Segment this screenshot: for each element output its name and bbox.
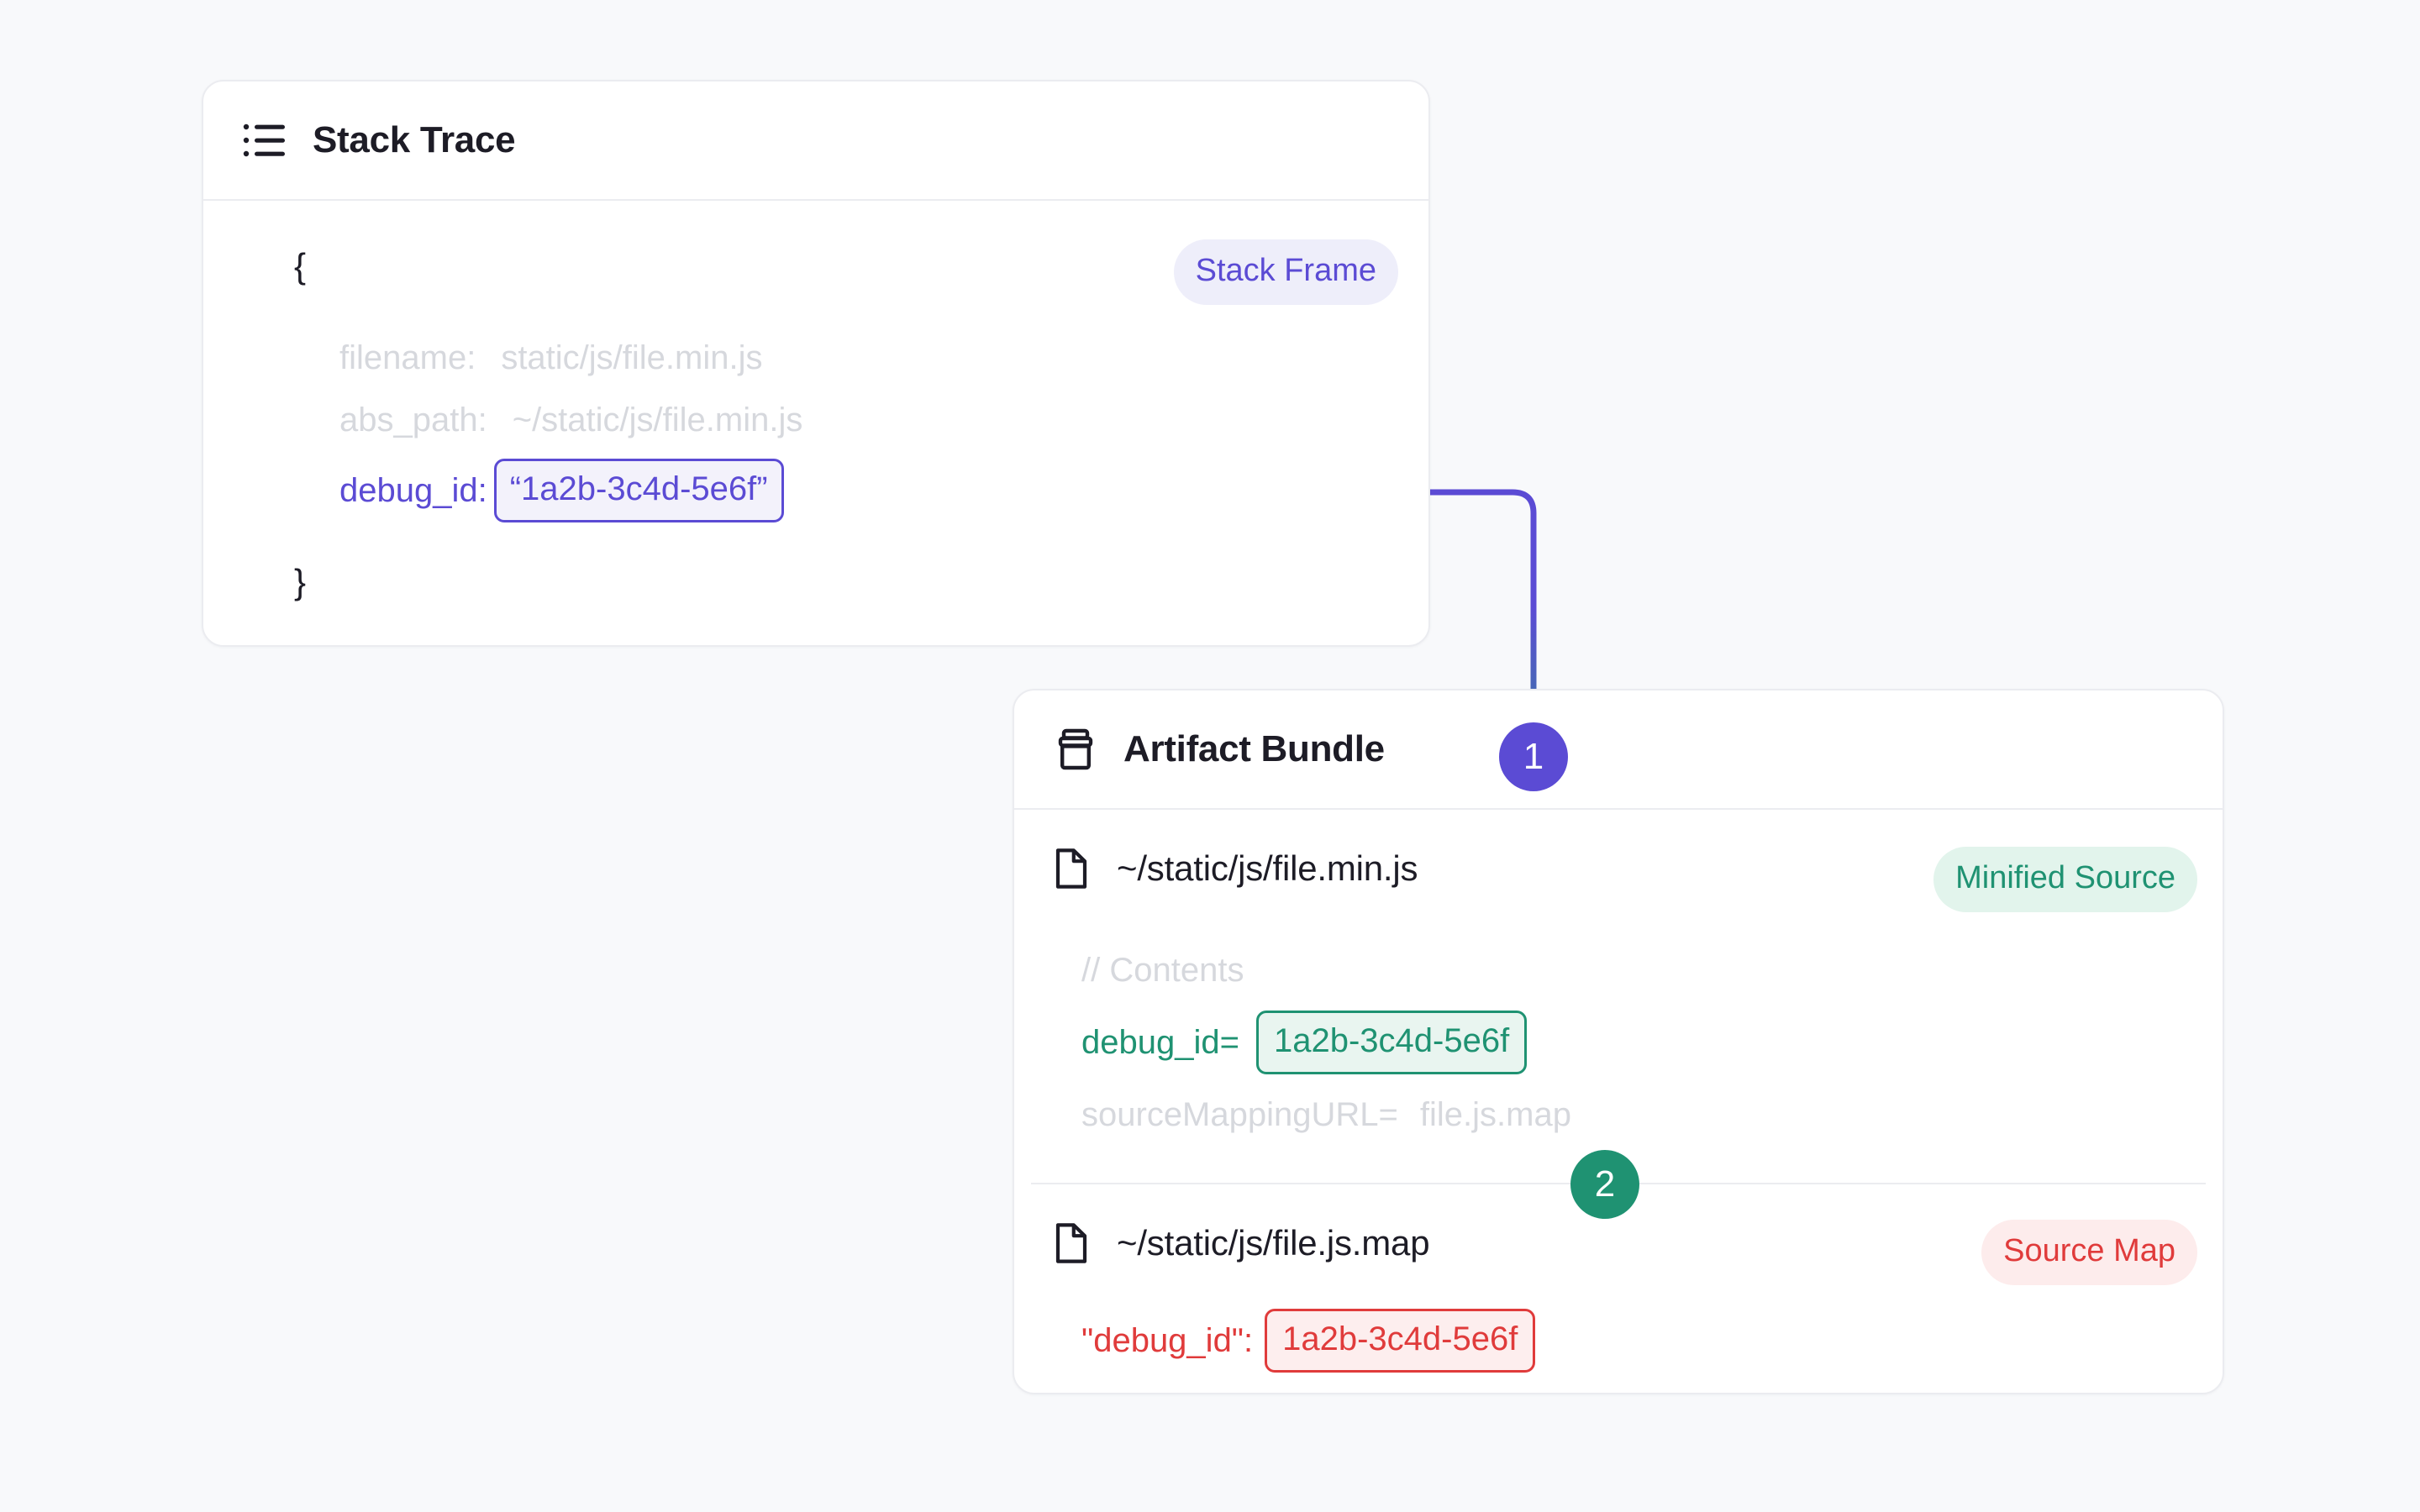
step-badge-1: 1 xyxy=(1499,722,1568,791)
stack-trace-header: Stack Trace xyxy=(203,81,1428,201)
stack-trace-body: Stack Frame { filename: static/js/file.m… xyxy=(203,201,1428,602)
minified-source-tag: Minified Source xyxy=(1933,847,2197,912)
source-map-debug-id-value-box[interactable]: 1a2b-3c4d-5e6f xyxy=(1265,1309,1536,1373)
stack-field-abs-path: abs_path: ~/static/js/file.min.js xyxy=(339,389,1390,451)
stack-field-filename-value: static/js/file.min.js xyxy=(501,339,763,376)
source-map-debug-id-key: "debug_id": xyxy=(1081,1322,1254,1359)
stack-field-filename-key: filename: xyxy=(339,339,476,376)
file-icon xyxy=(1053,847,1092,890)
source-map-file-head: ~/static/js/file.js.map xyxy=(1053,1221,2184,1265)
source-map-tag: Source Map xyxy=(1981,1220,2197,1285)
stack-field-abs-path-key: abs_path: xyxy=(339,402,487,438)
stack-trace-card: Stack Trace Stack Frame { filename: stat… xyxy=(202,80,1430,647)
file-icon xyxy=(1053,1221,1092,1265)
stack-field-abs-path-value: ~/static/js/file.min.js xyxy=(512,402,803,438)
step-badge-2: 2 xyxy=(1570,1150,1639,1219)
artifact-bundle-title: Artifact Bundle xyxy=(1123,728,1385,769)
stack-field-debug-id-key: debug_id: xyxy=(339,472,487,509)
source-map-file-name: ~/static/js/file.js.map xyxy=(1117,1223,1430,1263)
source-map-debug-id-line: "debug_id": 1a2b-3c4d-5e6f xyxy=(1081,1309,2184,1373)
minified-debug-id-value-box[interactable]: 1a2b-3c4d-5e6f xyxy=(1255,1011,1528,1074)
minified-sourcemapping-line: sourceMappingURL= file.js.map xyxy=(1081,1079,2184,1151)
minified-contents-comment-text: // Contents xyxy=(1081,952,1244,989)
stack-frame-tag: Stack Frame xyxy=(1173,239,1398,305)
stack-debug-id-value-box[interactable]: “1a2b-3c4d-5e6f” xyxy=(493,459,784,522)
artifact-file-minified-source: Minified Source ~/static/js/file.min.js … xyxy=(1014,810,2223,1183)
minified-sourcemapping-key: sourceMappingURL= xyxy=(1081,1096,1398,1133)
minified-debug-id-line: debug_id= 1a2b-3c4d-5e6f xyxy=(1081,1006,2184,1079)
minified-source-file-name: ~/static/js/file.min.js xyxy=(1117,848,1418,888)
stack-field-filename: filename: static/js/file.min.js xyxy=(339,327,1390,389)
artifact-bundle-card: Artifact Bundle Minified Source ~/static… xyxy=(1013,689,2224,1394)
artifact-file-source-map: Source Map ~/static/js/file.js.map "debu… xyxy=(1014,1184,2223,1404)
minified-sourcemapping-value: file.js.map xyxy=(1419,1096,1571,1133)
minified-debug-id-key: debug_id= xyxy=(1081,1024,1239,1061)
minified-contents-comment: // Contents xyxy=(1081,934,2184,1006)
json-brace-open: { xyxy=(294,246,307,286)
json-brace-close: } xyxy=(294,562,307,601)
list-icon xyxy=(242,118,287,163)
artifact-bundle-header: Artifact Bundle xyxy=(1014,690,2223,810)
stack-field-debug-id: debug_id: “1a2b-3c4d-5e6f” xyxy=(339,459,1390,522)
stack-trace-title: Stack Trace xyxy=(313,119,516,160)
archive-icon xyxy=(1053,727,1098,772)
